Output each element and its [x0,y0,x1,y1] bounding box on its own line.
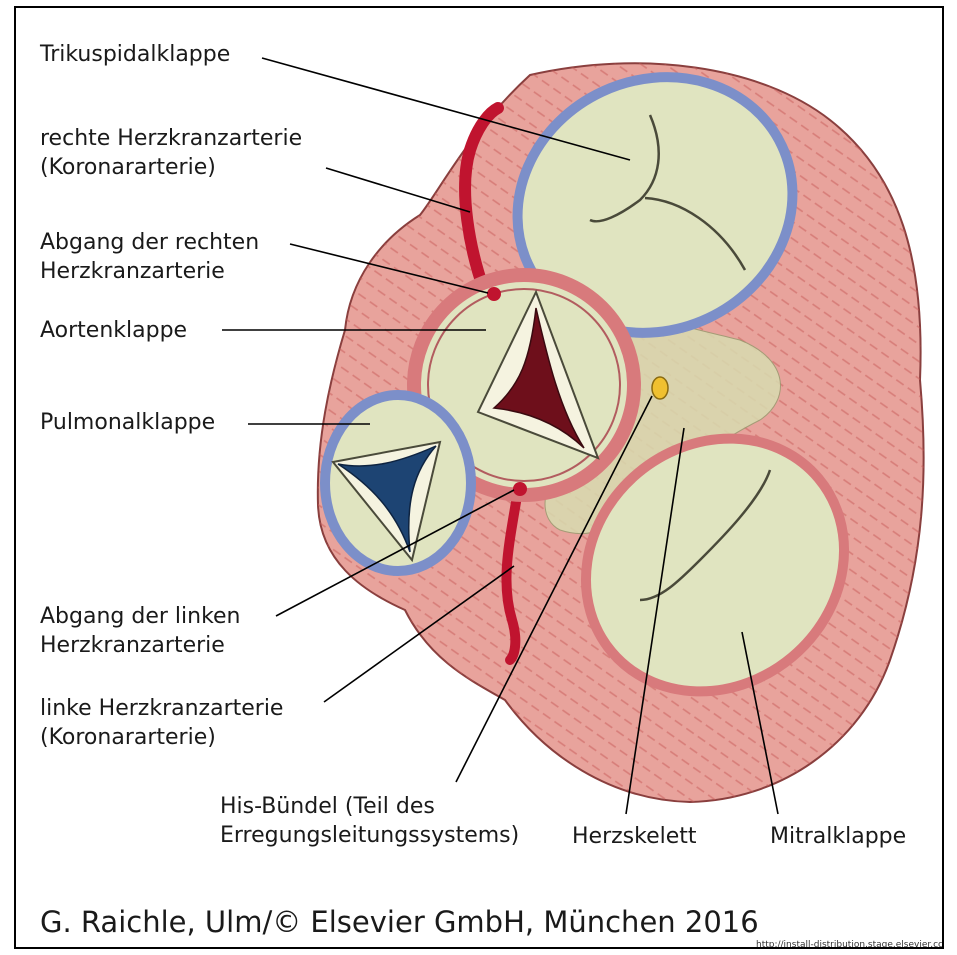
label-herzskelett: Herzskelett [572,822,697,851]
label-abgang-linke-herzkranzarterie: Abgang der linken Herzkranzarterie [40,602,241,660]
his-bundle [652,377,668,399]
label-line: (Koronararterie) [40,153,302,182]
label-rechte-herzkranzarterie: rechte Herzkranzarterie (Koronararterie) [40,124,302,182]
label-line: Pulmonalklappe [40,408,215,437]
label-pulmonalklappe: Pulmonalklappe [40,408,215,437]
label-line: Herzkranzarterie [40,257,259,286]
label-abgang-rechte-herzkranzarterie: Abgang der rechten Herzkranzarterie [40,228,259,286]
source-url: http://install-distribution.stage.elsevi… [756,940,943,951]
label-trikuspidalklappe: Trikuspidalklappe [40,40,230,69]
pulmonary-valve [325,395,471,571]
label-line: Aortenklappe [40,316,187,345]
label-line: rechte Herzkranzarterie [40,124,302,153]
label-mitralklappe: Mitralklappe [770,822,906,851]
label-line: Abgang der linken [40,602,241,631]
label-line: Herzkranzarterie [40,631,241,660]
label-aortenklappe: Aortenklappe [40,316,187,345]
left-coronary-origin [513,482,527,496]
image-credit: G. Raichle, Ulm/© Elsevier GmbH, München… [40,905,759,939]
label-line: linke Herzkranzarterie [40,694,283,723]
label-line: Trikuspidalklappe [40,40,230,69]
label-line: Mitralklappe [770,822,906,851]
label-linke-herzkranzarterie: linke Herzkranzarterie (Koronararterie) [40,694,283,752]
label-his-buendel: His-Bündel (Teil des Erregungsleitungssy… [220,792,519,850]
label-line: Herzskelett [572,822,697,851]
label-line: Abgang der rechten [40,228,259,257]
label-line: (Koronararterie) [40,723,283,752]
label-line: His-Bündel (Teil des [220,792,519,821]
right-coronary-origin [487,287,501,301]
label-line: Erregungsleitungssystems) [220,821,519,850]
